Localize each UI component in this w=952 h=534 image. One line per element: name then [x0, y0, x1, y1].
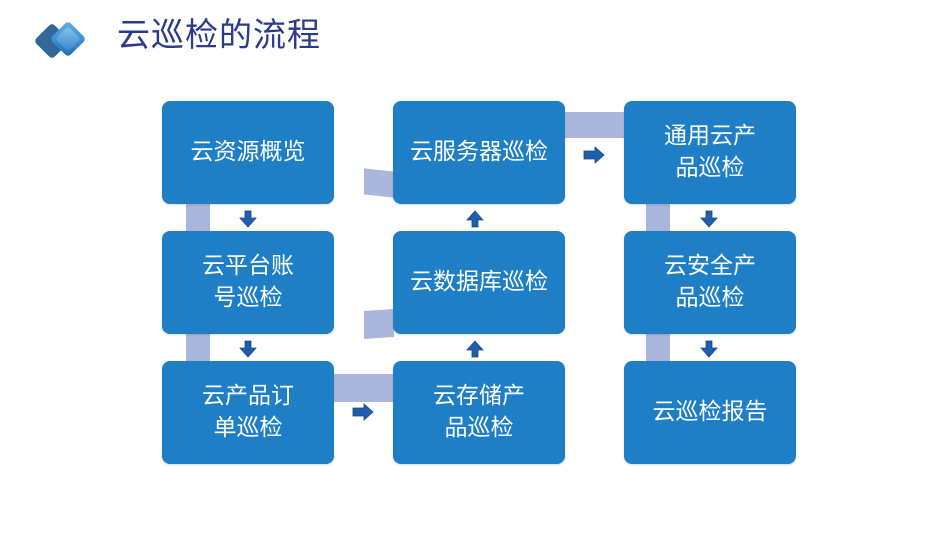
node-cloud-product-order-inspection: 云产品订单巡检: [162, 361, 334, 464]
arrow-down-icon: [700, 340, 718, 358]
arrow-right-icon: [352, 403, 374, 421]
node-cloud-platform-account-inspection: 云平台账号巡检: [162, 231, 334, 334]
logo-icon: [35, 22, 85, 58]
connector-c1-c2-bottom: [333, 374, 393, 402]
arrow-up-icon: [466, 210, 484, 228]
connector-c2-2: [364, 168, 394, 198]
connector-c3-1: [646, 203, 670, 233]
node-cloud-resource-overview: 云资源概览: [162, 101, 334, 204]
arrow-down-icon: [239, 210, 257, 228]
page-title: 云巡检的流程: [117, 15, 321, 54]
node-cloud-security-product-inspection: 云安全产品巡检: [624, 231, 796, 334]
arrow-down-icon: [700, 210, 718, 228]
connector-c1-1: [186, 203, 210, 233]
connector-c1-2: [186, 334, 210, 362]
arrow-down-icon: [239, 340, 257, 358]
node-cloud-server-inspection: 云服务器巡检: [393, 101, 565, 204]
node-general-cloud-product-inspection: 通用云产品巡检: [624, 101, 796, 204]
arrow-right-icon: [583, 146, 605, 164]
node-cloud-storage-product-inspection: 云存储产品巡检: [393, 361, 565, 464]
node-cloud-database-inspection: 云数据库巡检: [393, 231, 565, 334]
arrow-up-icon: [466, 340, 484, 358]
node-cloud-inspection-report: 云巡检报告: [624, 361, 796, 464]
connector-c2-c3-top: [564, 112, 624, 138]
connector-c3-2: [646, 334, 670, 362]
connector-c2-1: [364, 308, 394, 340]
